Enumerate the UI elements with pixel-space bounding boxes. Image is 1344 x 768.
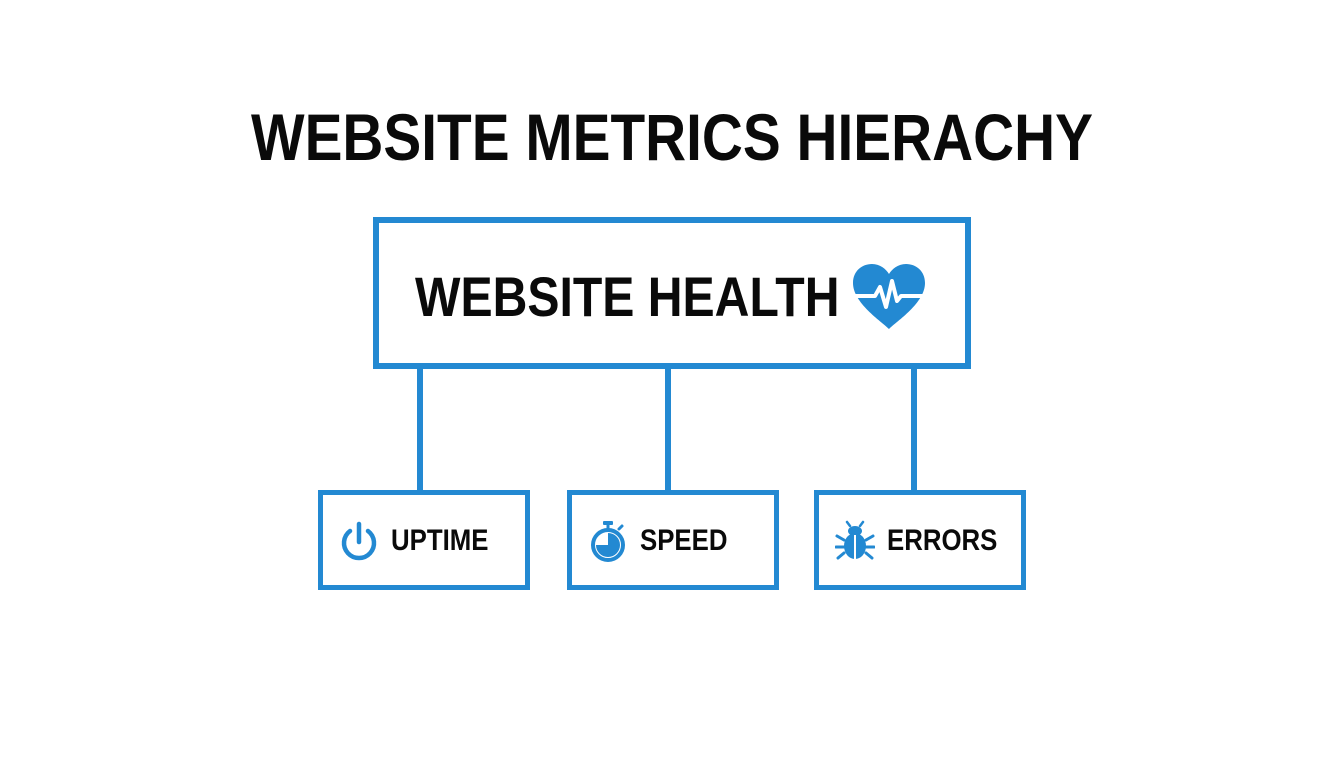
- root-node: WEBSITE HEALTH: [373, 217, 971, 369]
- heart-pulse-icon: [851, 263, 927, 331]
- stopwatch-icon: [588, 520, 628, 562]
- bug-icon: [834, 520, 876, 562]
- child-node-speed: SPEED: [567, 490, 779, 590]
- child-node-errors: ERRORS: [814, 490, 1026, 590]
- connector-errors: [911, 363, 917, 490]
- power-icon: [339, 520, 379, 562]
- connector-speed: [665, 363, 671, 490]
- connector-uptime: [417, 363, 423, 490]
- diagram-title: WEBSITE METRICS HIERACHY: [251, 100, 1093, 174]
- child-label-errors: ERRORS: [887, 524, 998, 557]
- child-label-speed: SPEED: [640, 524, 728, 557]
- child-label-uptime: UPTIME: [391, 524, 489, 557]
- child-node-uptime: UPTIME: [318, 490, 530, 590]
- root-node-label: WEBSITE HEALTH: [415, 265, 840, 328]
